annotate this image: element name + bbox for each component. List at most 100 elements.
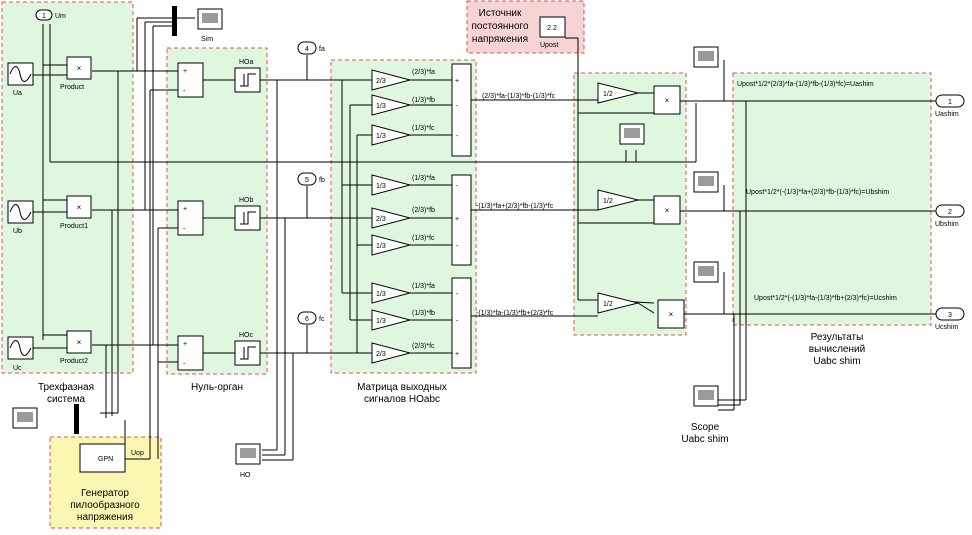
scope-a[interactable] bbox=[693, 46, 719, 68]
half-gain-a-value: 1/2 bbox=[603, 91, 613, 98]
sine-source-ua[interactable]: Ua bbox=[7, 62, 34, 97]
relay-hoc[interactable]: HOc bbox=[234, 332, 261, 366]
outport-uashim[interactable]: 1 Uashim bbox=[935, 94, 965, 118]
gpn-block[interactable]: GPN Uop bbox=[79, 443, 144, 473]
gain-c1-value: 1/3 bbox=[376, 291, 386, 298]
product1-label: Product1 bbox=[60, 223, 88, 230]
matrix-sum-c-plus: + bbox=[455, 351, 459, 358]
upost-scope[interactable] bbox=[619, 123, 645, 145]
product2-label: Product2 bbox=[60, 358, 88, 365]
upost-value: 2.2 bbox=[547, 25, 557, 32]
sum-b-expression: -(1/3)*fa+(2/3)*fb-(1/3)*fc bbox=[476, 203, 554, 210]
scope-c[interactable] bbox=[693, 261, 719, 283]
gain-c3[interactable]: 2/3 (2/3)*fc bbox=[371, 342, 435, 364]
outport-ucshim[interactable]: 3 Ucshim bbox=[935, 307, 965, 331]
generator-caption-3: напряжения bbox=[77, 512, 133, 523]
sine-source-uc[interactable]: Uc bbox=[7, 336, 34, 372]
sim-scope[interactable]: Sim bbox=[197, 8, 223, 43]
relay-hoa[interactable]: HOa bbox=[234, 59, 261, 93]
half-gain-b[interactable]: 1/2 bbox=[597, 189, 639, 211]
scope-caption-1: Scope bbox=[691, 422, 720, 433]
outport-ubshim-number: 2 bbox=[948, 209, 952, 216]
sum-a-block[interactable]: + - bbox=[177, 62, 204, 98]
matrix-sum-b[interactable]: - + - bbox=[451, 174, 472, 266]
outport-fc[interactable]: 6 fc bbox=[297, 311, 325, 325]
multiplier-b-symbol: × bbox=[665, 206, 670, 215]
scope-b[interactable] bbox=[693, 171, 719, 193]
product1-block[interactable]: × Product1 bbox=[60, 195, 92, 230]
relay-hob[interactable]: HOb bbox=[234, 197, 261, 231]
sum-b-block[interactable]: + - bbox=[177, 200, 204, 236]
dc-source-caption-3: напряжения bbox=[472, 34, 528, 45]
results-caption-1: Результаты bbox=[811, 332, 864, 343]
results-caption-3: Uabc shim bbox=[813, 356, 860, 367]
gain-a3-label: (1/3)*fc bbox=[412, 125, 435, 132]
matrix-sum-c-minus2: - bbox=[456, 318, 459, 325]
port4-number: 4 bbox=[305, 46, 309, 53]
multiplier-c[interactable]: × bbox=[657, 299, 685, 329]
ho-label: HO bbox=[240, 472, 251, 479]
gain-c1-label: (1/3)*fa bbox=[412, 283, 435, 290]
product2-block[interactable]: × Product2 bbox=[60, 330, 92, 365]
sine-source-ub[interactable]: Ub bbox=[7, 200, 34, 235]
fb-label: fb bbox=[319, 177, 325, 184]
ua-label: Ua bbox=[13, 90, 22, 97]
gain-a2[interactable]: 1/3 (1/3)*fb bbox=[371, 94, 435, 116]
fc-label: fc bbox=[319, 316, 325, 323]
matrix-sum-c[interactable]: - - + bbox=[451, 277, 472, 369]
mux-bar-sim bbox=[172, 6, 177, 36]
mux-bar-scope bbox=[74, 404, 79, 434]
result-a-expression: Upost*1/2*(2/3)*fa-(1/3)*fb-(1/3)*fc)=Ua… bbox=[737, 81, 874, 88]
matrix-sum-a[interactable]: + - - bbox=[451, 63, 472, 157]
um-label: Um bbox=[55, 13, 66, 20]
gain-c1[interactable]: 1/3 (1/3)*fa bbox=[371, 282, 435, 304]
gpn-label: GPN bbox=[98, 456, 113, 463]
fa-label: fa bbox=[319, 46, 325, 53]
port6-number: 6 bbox=[305, 316, 309, 323]
matrix-sum-b-plus: + bbox=[455, 216, 459, 223]
matrix-sum-b-minus1: - bbox=[456, 183, 459, 190]
um-inport[interactable]: 1 Um bbox=[35, 9, 66, 21]
gain-a1[interactable]: 2/3 (2/3)*fa bbox=[371, 69, 435, 91]
area-results bbox=[732, 72, 932, 326]
outport-fa[interactable]: 4 fa bbox=[297, 41, 325, 55]
multiplier-b[interactable]: × bbox=[653, 195, 681, 225]
gain-b2[interactable]: 2/3 (2/3)*fb bbox=[371, 207, 435, 229]
multiplier-a[interactable]: × bbox=[653, 85, 681, 115]
outport-fb[interactable]: 5 fb bbox=[297, 172, 325, 186]
gain-b1[interactable]: 1/3 (1/3)*fa bbox=[371, 174, 435, 196]
gain-c2[interactable]: 1/3 (1/3)*fb bbox=[371, 309, 435, 331]
scope-caption-2: Uabc shim bbox=[681, 434, 728, 445]
multiplier-a-symbol: × bbox=[665, 96, 670, 105]
half-gain-a[interactable]: 1/2 bbox=[597, 82, 639, 104]
matrix-sum-c-minus1: - bbox=[456, 291, 459, 298]
gain-b1-value: 1/3 bbox=[376, 183, 386, 190]
matrix-sum-a-minus2: - bbox=[456, 133, 459, 140]
gain-c3-value: 2/3 bbox=[376, 351, 386, 358]
upost-constant[interactable]: 2.2 Upost bbox=[539, 16, 566, 49]
outport-ucshim-label: Ucshim bbox=[935, 324, 959, 331]
gain-b3-value: 1/3 bbox=[376, 243, 386, 250]
product-symbol: × bbox=[77, 64, 82, 73]
gain-c3-label: (2/3)*fc bbox=[412, 343, 435, 350]
half-gain-c[interactable]: 1/2 bbox=[597, 292, 639, 314]
gain-a3[interactable]: 1/3 (1/3)*fc bbox=[371, 124, 435, 146]
three-phase-caption-1: Трехфазная bbox=[38, 381, 94, 393]
generator-caption-1: Генератор bbox=[81, 488, 129, 499]
product-block[interactable]: × Product bbox=[60, 56, 92, 91]
gain-b3[interactable]: 1/3 (1/3)*fc bbox=[371, 234, 435, 256]
uop-label: Uop bbox=[131, 450, 144, 457]
sum-b-minus: - bbox=[183, 226, 186, 233]
signal-wires bbox=[33, 17, 936, 461]
outport-ubshim[interactable]: 2 Ubshim bbox=[935, 204, 965, 228]
ho-scope[interactable]: HO bbox=[235, 443, 261, 479]
sum-c-block[interactable]: + - bbox=[177, 335, 204, 371]
gain-a1-value: 2/3 bbox=[376, 78, 386, 85]
three-phase-scope[interactable] bbox=[12, 407, 38, 429]
sum-a-expression: (2/3)*fa-(1/3)*fb-(1/3)*fc bbox=[482, 93, 556, 100]
multiplier-c-symbol: × bbox=[669, 310, 674, 319]
product1-symbol: × bbox=[77, 203, 82, 212]
scope-uabc-shim[interactable] bbox=[693, 385, 719, 407]
generator-caption-2: пилообразного bbox=[70, 499, 140, 511]
sum-a-plus: + bbox=[183, 68, 187, 75]
